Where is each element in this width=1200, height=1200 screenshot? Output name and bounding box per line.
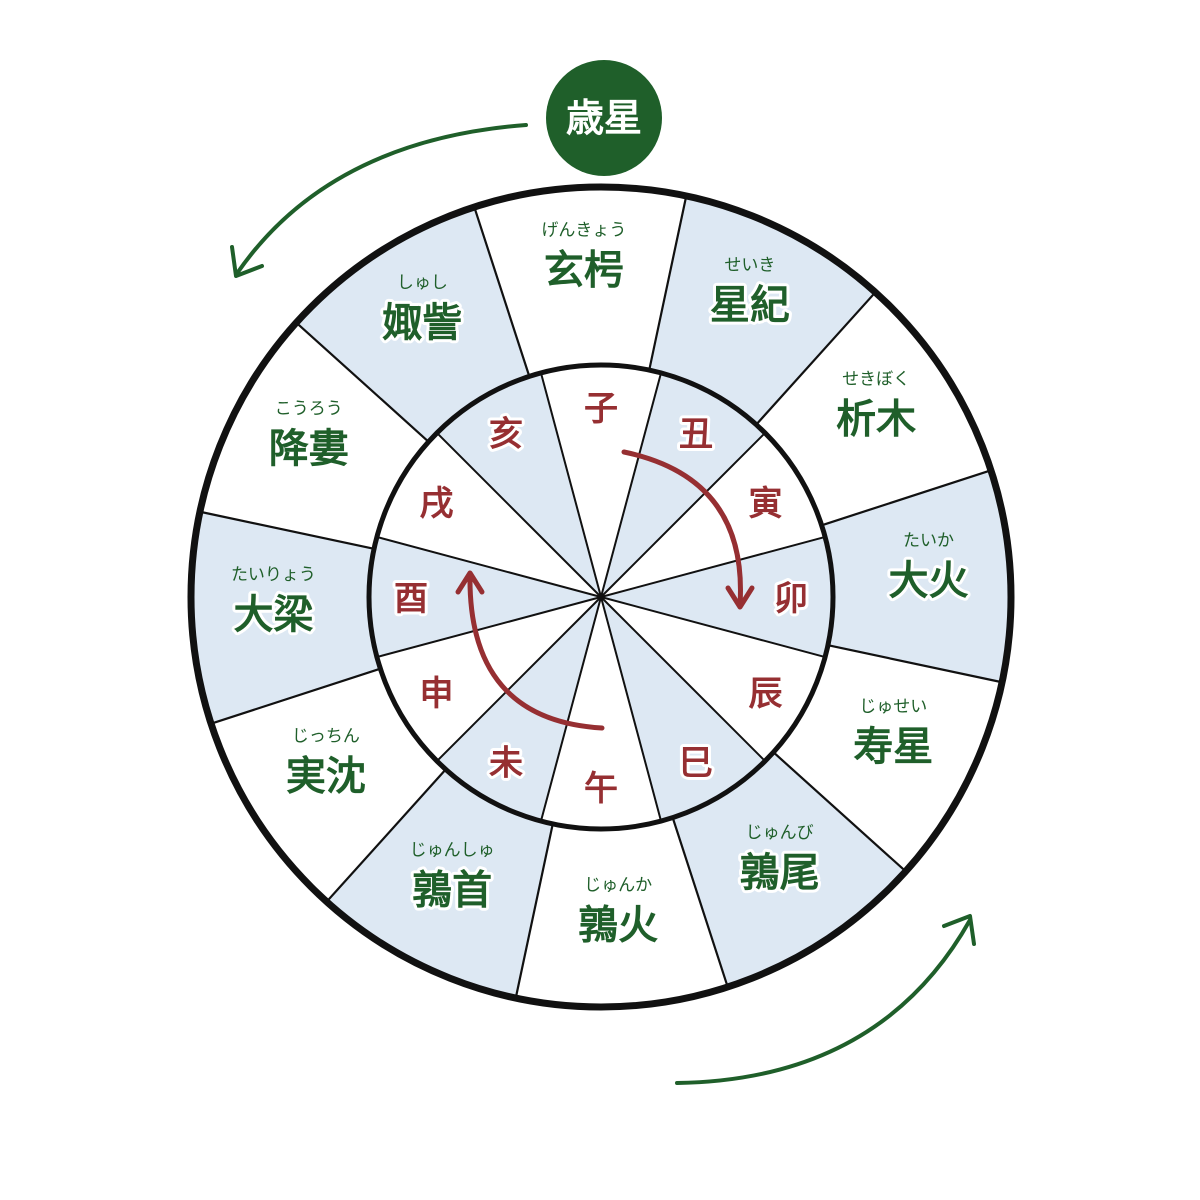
inner-label-3: 卯: [774, 579, 808, 619]
outer-divider-8: [210, 667, 381, 725]
sector-dividers: [199, 195, 1003, 999]
outer-divider-9: [199, 510, 375, 550]
outer-label-reading: げんきょう: [541, 220, 626, 240]
inner-spoke-4: [600, 596, 766, 762]
outer-label-reading: じゅんか: [584, 876, 652, 896]
badge-label: 歳星: [566, 96, 642, 140]
outer-label-kanji: 鶉首: [412, 867, 492, 913]
inner-spoke-0: [600, 372, 663, 598]
outer-label-reading: しゅし: [397, 273, 448, 293]
outer-divider-2: [821, 469, 992, 527]
outer-label-reading: たいりょう: [231, 565, 316, 585]
outer-label-kanji: 星紀: [710, 283, 790, 329]
outer-direction-arrows: [230, 123, 976, 1085]
outer-divider-10: [295, 321, 430, 443]
inner-sector-9: [369, 536, 601, 658]
badge-circle: [546, 60, 662, 176]
outer-label-reading: じっちん: [292, 727, 360, 747]
outer-label-kanji: 大火: [889, 558, 969, 604]
outer-label-kanji: 娵訾: [382, 300, 462, 346]
outer-label-reading: たいか: [903, 531, 954, 551]
inner-arrow-bottom: [467, 572, 605, 731]
outer-ring-labels: げんきょう玄枵せいき星紀せきぼく析木たいか大火じゅせい寿星じゅんび鶉尾じゅんか鶉…: [230, 220, 972, 952]
inner-spoke-2: [600, 535, 826, 598]
outer-label-kanji: 実沈: [286, 754, 366, 800]
inner-arrow-top: [621, 449, 743, 608]
outer-label-kanji: 降婁: [269, 426, 349, 472]
inner-sector-3: [601, 536, 833, 658]
inner-sector-7: [436, 597, 601, 822]
inner-sector-11: [436, 372, 601, 597]
inner-spoke-7: [436, 596, 602, 762]
inner-label-0: 子: [584, 389, 618, 429]
outer-arrow-top: [236, 123, 528, 274]
inner-spoke-11: [539, 372, 602, 598]
outer-label-kanji: 鶉火: [578, 903, 658, 949]
inner-label-6: 午: [584, 769, 618, 809]
outer-divider-6: [514, 823, 554, 999]
outer-label-reading: せいき: [724, 256, 775, 276]
inner-spoke-10: [436, 432, 602, 598]
outer-label-kanji: 鶉尾: [740, 850, 820, 896]
inner-spoke-5: [600, 596, 663, 822]
outer-label-reading: じゅんび: [746, 823, 814, 843]
inner-label-11: 亥: [489, 414, 523, 454]
outer-divider-0: [648, 195, 688, 371]
inner-label-1: 丑: [679, 414, 713, 454]
outer-divider-5: [671, 817, 729, 988]
inner-label-9: 酉: [394, 579, 428, 619]
outer-arrow-top-head: [230, 245, 264, 278]
inner-spoke-3: [600, 596, 826, 659]
inner-label-4: 辰: [749, 674, 783, 714]
outer-divider-7: [325, 768, 447, 903]
outer-label-kanji: 玄枵: [544, 247, 624, 293]
outer-label-reading: せきぼく: [842, 369, 910, 389]
outer-circle: [187, 183, 1015, 1011]
outer-divider-11: [473, 206, 531, 377]
inner-sector-1: [601, 372, 766, 597]
inner-sector-5: [601, 597, 766, 822]
inner-label-8: 申: [419, 674, 453, 714]
outer-label-reading: じゅせい: [859, 697, 927, 717]
inner-label-2: 寅: [749, 484, 783, 524]
inner-arrow-top-head: [725, 585, 755, 610]
jupiter-badge: 歳星: [546, 60, 662, 176]
inner-label-7: 未: [489, 744, 523, 784]
inner-label-10: 戌: [419, 484, 453, 524]
outer-arrow-bottom: [675, 918, 972, 1085]
inner-direction-arrows: [455, 449, 755, 731]
inner-spoke-1: [600, 432, 766, 598]
outer-divider-3: [827, 644, 1003, 684]
outer-label-kanji: 寿星: [853, 724, 933, 770]
inner-spoke-8: [376, 596, 602, 659]
outer-divider-1: [755, 291, 877, 426]
inner-label-5: 巳: [679, 744, 713, 784]
outer-label-reading: こうろう: [275, 399, 343, 419]
inner-spoke-6: [539, 596, 602, 822]
inner-circle: [366, 362, 836, 832]
outer-arrow-bottom-head: [942, 914, 976, 946]
outer-label-kanji: 析木: [836, 396, 916, 442]
outer-label-reading: じゅんしゅ: [410, 840, 495, 860]
outer-label-kanji: 大梁: [233, 592, 313, 638]
inner-arrow-bottom-head: [455, 570, 485, 595]
outer-divider-4: [772, 751, 907, 873]
inner-spoke-9: [376, 535, 602, 598]
